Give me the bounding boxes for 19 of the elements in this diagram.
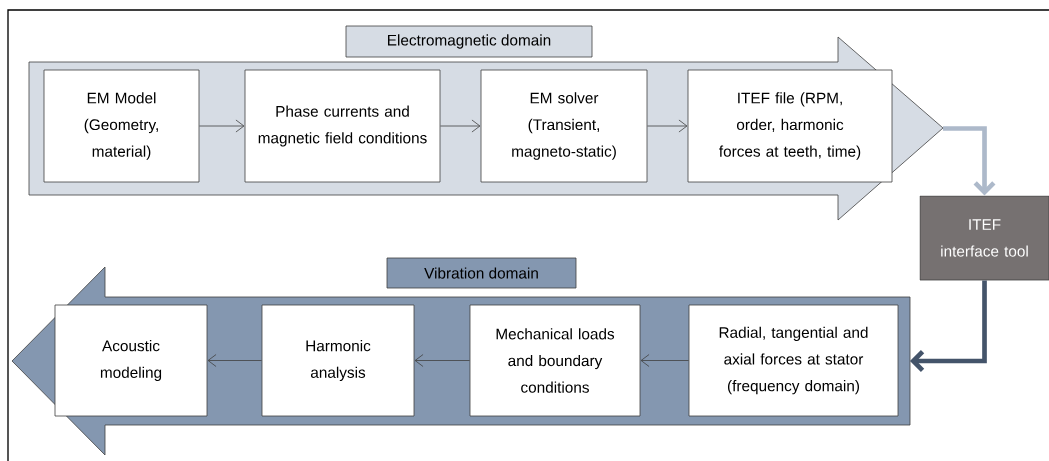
arrow: [942, 126, 996, 196]
process-box: EM Model (Geometry, material): [43, 69, 200, 183]
domain-label: Electromagnetic domain: [345, 25, 593, 58]
arrow: [440, 119, 481, 133]
arrow: [414, 354, 470, 367]
process-box: EM solver (Transient, magneto-static): [480, 69, 648, 183]
tool-box: ITEF interface tool: [919, 195, 1049, 281]
process-box: ITEF file (RPM, order, harmonic forces at teeth, time): [687, 69, 893, 183]
arrow: [909, 280, 987, 372]
domain-label: Vibration domain: [386, 257, 577, 289]
process-box: Harmonic analysis: [261, 304, 415, 417]
arrow: [640, 354, 689, 367]
arrow: [207, 354, 262, 367]
process-box: Radial, tangential and axial forces at stator (frequency domain): [688, 304, 899, 417]
process-box: Mechanical loads and boundary conditions: [469, 304, 641, 417]
process-box: Acoustic modeling: [54, 304, 208, 417]
process-box: Phase currents and magnetic field conditions: [244, 69, 441, 183]
arrow: [199, 119, 245, 133]
arrow: [647, 119, 688, 133]
